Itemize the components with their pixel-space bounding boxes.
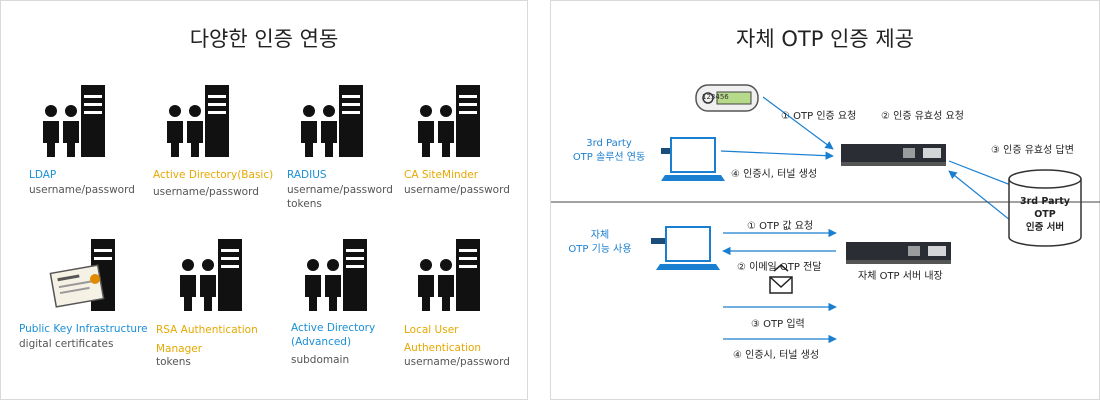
- appliance-icon: [846, 242, 951, 264]
- step-top-4: ④ 인증시, 터널 생성: [731, 169, 818, 180]
- laptop-icon: [661, 137, 725, 181]
- third-party-label: 3rd Party OTP 솔루션 연동: [559, 137, 659, 165]
- arrow-otp-request: [762, 96, 834, 150]
- auth-server-line1: 3rd Party: [1020, 196, 1070, 207]
- step-bottom-3: ③ OTP 입력: [751, 319, 805, 330]
- step-bottom-4: ④ 인증시, 터널 생성: [733, 350, 820, 361]
- auth-name: Active Directory(Basic): [153, 169, 274, 181]
- auth-desc: username/password: [404, 356, 510, 368]
- step-top-2: ② 인증 유효성 요청: [881, 111, 964, 122]
- auth-server-label: 3rd Party OTP 인증 서버: [1011, 195, 1079, 234]
- auth-name: Public Key Infrastructure: [19, 323, 148, 335]
- otp-diagram: [551, 84, 1100, 344]
- self-otp-label-line2: OTP 기능 사용: [568, 244, 632, 255]
- certificate-server-icon: [49, 239, 115, 311]
- auth-server-cylinder-icon: [1008, 169, 1082, 247]
- people-server-icon: [167, 85, 229, 157]
- third-party-label-line2: OTP 솔루션 연동: [572, 152, 646, 163]
- step-bottom-1: ① OTP 값 요청: [747, 221, 814, 232]
- appliance-icon: [841, 144, 946, 166]
- people-server-icon: [301, 85, 363, 157]
- appliance-label: 자체 OTP 서버 내장: [858, 271, 943, 282]
- step-top-1: ① OTP 인증 요청: [781, 111, 857, 122]
- auth-desc: subdomain: [291, 354, 350, 366]
- auth-name: Active Directory (Advanced): [291, 322, 376, 348]
- auth-integration-panel: 다양한 인증 연동 LDAP username/password Active …: [0, 0, 528, 400]
- auth-server-line2: OTP: [1034, 209, 1056, 220]
- auth-desc: username/password: [153, 186, 259, 198]
- auth-desc: digital certificates: [19, 338, 114, 350]
- people-server-icon: [418, 239, 480, 311]
- self-otp-label: 자체 OTP 기능 사용: [555, 229, 645, 257]
- auth-name: RSA Authentication Manager: [156, 324, 258, 355]
- auth-desc: username/password tokens: [287, 184, 393, 210]
- left-panel-title: 다양한 인증 연동: [189, 27, 339, 51]
- auth-desc: username/password: [404, 184, 510, 196]
- people-server-icon: [305, 239, 367, 311]
- auth-desc: username/password: [29, 184, 135, 196]
- auth-name: LDAP: [29, 169, 57, 181]
- auth-desc: tokens: [156, 356, 191, 368]
- auth-server-line3: 인증 서버: [1025, 222, 1065, 233]
- right-panel-title: 자체 OTP 인증 제공: [736, 27, 914, 51]
- otp-token-icon: [695, 84, 759, 112]
- auth-name: Local User Authentication: [404, 324, 482, 354]
- people-server-icon: [418, 85, 480, 157]
- self-otp-label-line1: 자체: [590, 230, 610, 241]
- step-top-3: ③ 인증 유효성 답변: [991, 145, 1074, 156]
- step-bottom-2: ② 이메일 OTP 전달: [737, 262, 822, 273]
- people-server-icon: [180, 239, 242, 311]
- laptop-icon: [656, 226, 720, 270]
- otp-panel: 자체 OTP 인증 제공: [550, 0, 1100, 400]
- token-display: 123456: [702, 93, 729, 101]
- third-party-label-line1: 3rd Party: [586, 138, 632, 149]
- auth-name: CA SiteMinder: [404, 169, 479, 181]
- people-server-icon: [43, 85, 105, 157]
- email-icon: [769, 264, 793, 294]
- auth-name: RADIUS: [287, 169, 327, 181]
- arrow-tunnel-top: [720, 150, 834, 160]
